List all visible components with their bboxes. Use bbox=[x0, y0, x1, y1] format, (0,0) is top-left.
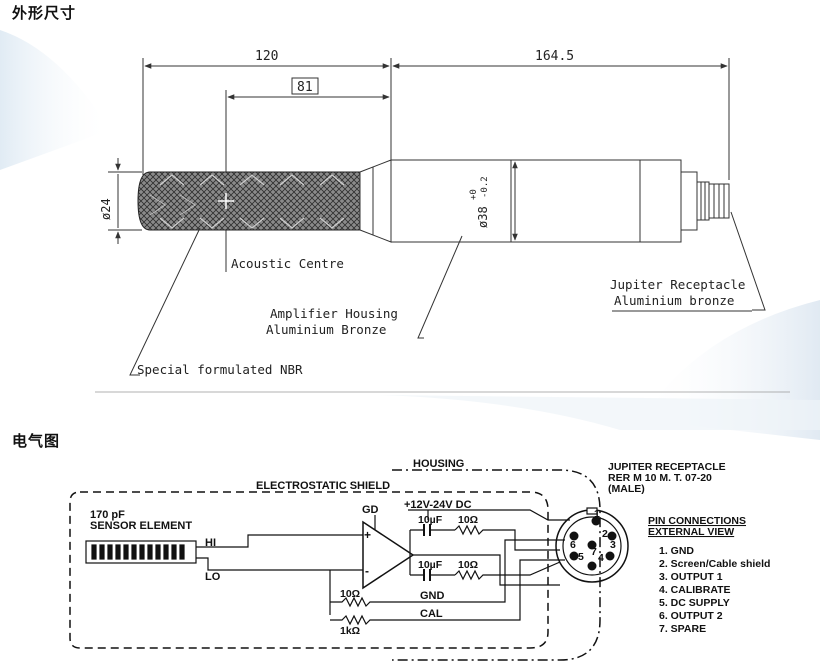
jupiter-label-1: JUPITER RECEPTACLE bbox=[608, 461, 726, 473]
receptacle-label-2: Aluminium bronze bbox=[614, 293, 734, 308]
dim-81: 81 bbox=[297, 80, 313, 95]
pin-2: 2. Screen/Cable shield bbox=[659, 558, 770, 570]
housing-label: HOUSING bbox=[413, 458, 464, 470]
pin-number-4: 4 bbox=[598, 552, 604, 564]
pin-5: 5. DC SUPPLY bbox=[659, 597, 730, 609]
minus-label: - bbox=[365, 564, 369, 578]
dim-tol-minus: -0.2 bbox=[480, 176, 490, 198]
sensor-label-1: 170 pF bbox=[90, 509, 125, 521]
nbr-label: Special formulated NBR bbox=[137, 362, 303, 377]
pin-6: 6. OUTPUT 2 bbox=[659, 610, 723, 622]
pinconn-label-2: EXTERNAL VIEW bbox=[648, 526, 734, 538]
pin-number-1: 1 bbox=[594, 508, 600, 520]
res2-label: 10Ω bbox=[458, 559, 478, 571]
pin-number-5: 5 bbox=[578, 551, 584, 563]
jupiter-label-2: RER M 10 M. T. 07-20 bbox=[608, 472, 712, 484]
dimensions-heading: 外形尺寸 bbox=[12, 4, 77, 22]
pin-7: 7. SPARE bbox=[659, 623, 706, 635]
dc-label: +12V-24V DC bbox=[404, 499, 472, 511]
gnd-label: GND bbox=[420, 590, 445, 602]
dim-dia38: ø38 bbox=[476, 206, 490, 228]
cal-label: CAL bbox=[420, 608, 443, 620]
pin-3: 3. OUTPUT 1 bbox=[659, 571, 723, 583]
jupiter-label-3: (MALE) bbox=[608, 483, 645, 495]
receptacle-label-1: Jupiter Receptacle bbox=[610, 277, 745, 292]
pin-number-3: 3 bbox=[610, 539, 616, 551]
dim-164: 164.5 bbox=[535, 49, 574, 64]
dim-81-box bbox=[291, 77, 319, 95]
pinconn-label-1: PIN CONNECTIONS bbox=[648, 515, 746, 527]
pin-4: 4. CALIBRATE bbox=[659, 584, 731, 596]
acoustic-centre-label: Acoustic Centre bbox=[231, 256, 344, 271]
electrical-heading: 电气图 bbox=[12, 432, 61, 450]
dim-120: 120 bbox=[255, 49, 278, 64]
sensor-plates bbox=[91, 544, 185, 560]
pin-number-7: 7 bbox=[591, 546, 597, 558]
lo-label: LO bbox=[205, 571, 221, 583]
housing-label-2: Aluminium Bronze bbox=[266, 322, 386, 337]
pin-1: 1. GND bbox=[659, 545, 694, 557]
res1-label: 10Ω bbox=[458, 514, 478, 526]
res3-label: 10Ω bbox=[340, 588, 360, 600]
mechanical-drawing bbox=[95, 58, 790, 393]
dim-dia24: ø24 bbox=[99, 198, 113, 220]
sensor-label-2: SENSOR ELEMENT bbox=[90, 520, 192, 532]
dim-tol-plus: +0 bbox=[469, 189, 479, 200]
pin-number-2: 2 bbox=[602, 528, 608, 540]
shield-label: ELECTROSTATIC SHIELD bbox=[256, 480, 390, 492]
cap2-label: 10µF bbox=[418, 559, 443, 571]
gd-label: GD bbox=[362, 504, 379, 516]
plus-label: + bbox=[364, 528, 371, 542]
cap1-label: 10µF bbox=[418, 514, 443, 526]
housing-label-1: Amplifier Housing bbox=[270, 306, 398, 321]
pin-number-6: 6 bbox=[570, 539, 576, 551]
schematic bbox=[69, 469, 629, 661]
res4-label: 1kΩ bbox=[340, 625, 360, 637]
hi-label: HI bbox=[205, 537, 216, 549]
